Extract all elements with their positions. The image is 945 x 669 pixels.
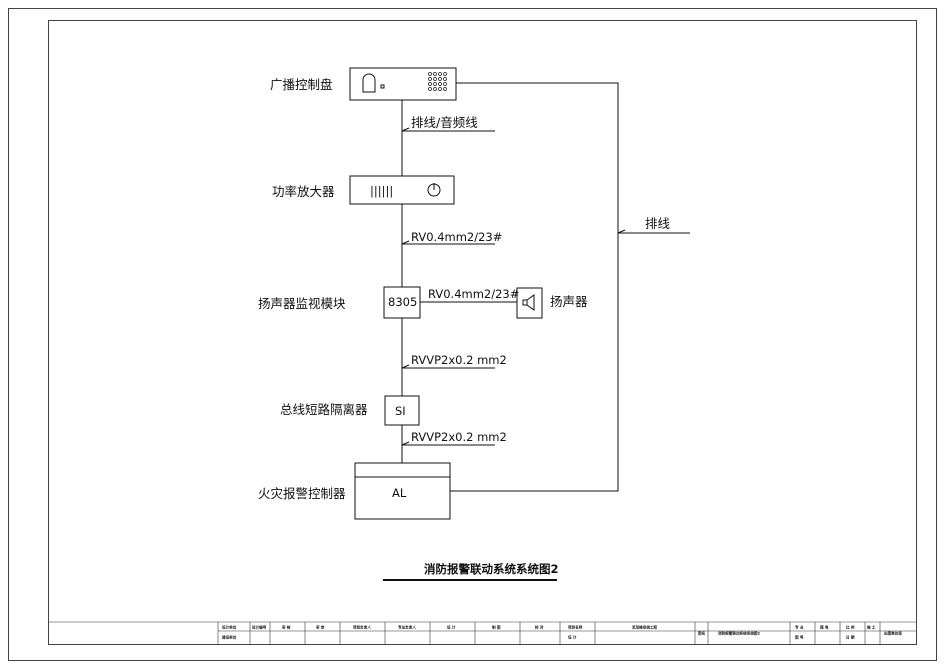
indicator-icon bbox=[380, 84, 385, 89]
tb-cell-drafter: 制 图 bbox=[492, 625, 501, 630]
arrow-amp-module bbox=[401, 240, 410, 245]
tb-cell-discipline-lead: 专业负责人 bbox=[398, 625, 416, 630]
power-icon bbox=[427, 183, 441, 197]
tb-cell-low-voltage: 弱 电 bbox=[820, 625, 829, 630]
tb-cell-date: 日 期 bbox=[846, 635, 855, 640]
speaker-monitor-code: 8305 bbox=[388, 295, 417, 309]
bus-isolator-code: SI bbox=[395, 404, 406, 418]
return-line bbox=[450, 82, 619, 492]
tb-cell-checker: 校 对 bbox=[535, 625, 544, 630]
tb-drawing-name: 消防报警联动系统系统图2 bbox=[718, 631, 761, 636]
tb-cell-designer: 设 计 bbox=[447, 625, 456, 630]
keypad-icon bbox=[428, 72, 447, 91]
tb-cell-design: 设 计 bbox=[568, 635, 577, 640]
bus-isolator-box bbox=[384, 395, 420, 426]
tb-cell-client: 建设单位 bbox=[221, 635, 237, 640]
wire-label-panel-amp: 排线/音频线 bbox=[411, 115, 478, 130]
tb-cell-scale: 比 例 bbox=[846, 625, 855, 630]
fire-alarm-controller-box bbox=[354, 462, 451, 520]
tb-stamp: 出图章处签 bbox=[884, 631, 902, 636]
speaker-icon bbox=[522, 294, 535, 311]
speaker-box bbox=[516, 287, 543, 319]
label-speaker: 扬声器 bbox=[550, 294, 588, 309]
label-broadcast-panel: 广播控制盘 bbox=[270, 77, 333, 92]
arrow-panel-amp bbox=[401, 127, 410, 132]
tb-cell-project-name: 项目名称 bbox=[568, 625, 583, 630]
arrow-return bbox=[617, 229, 626, 234]
power-amplifier-box bbox=[349, 175, 455, 205]
tb-cell-discipline: 专 业 bbox=[795, 625, 804, 630]
speaker-dome-icon bbox=[362, 73, 376, 93]
arrow-module-isolator bbox=[401, 364, 410, 369]
drawing-title: 消防报警联动系统系统图2 bbox=[424, 562, 559, 576]
wire-label-module-speaker: RV0.4mm2/23# bbox=[428, 287, 519, 301]
tb-cell-design-no: 设计编号 bbox=[252, 625, 267, 630]
wire-label-module-isolator: RVVP2x0.2 mm2 bbox=[411, 353, 507, 367]
amp-bars-icon: |||||| bbox=[370, 184, 393, 198]
label-speaker-monitor-module: 扬声器监视模块 bbox=[258, 296, 346, 311]
tb-cell-drawing-no: 图 号 bbox=[795, 635, 804, 640]
wire-label-isolator-controller: RVVP2x0.2 mm2 bbox=[411, 430, 507, 444]
tb-cell-review: 审 核 bbox=[282, 625, 291, 630]
broadcast-panel-box bbox=[349, 67, 457, 101]
tb-cell-construction: 施 工 bbox=[867, 625, 876, 630]
fire-alarm-controller-code: AL bbox=[392, 486, 407, 500]
tb-drawing-label: 图名 bbox=[698, 631, 706, 636]
label-bus-isolator: 总线短路隔离器 bbox=[280, 402, 368, 417]
wire-label-return: 排线 bbox=[645, 216, 671, 231]
wire-label-amp-module: RV0.4mm2/23# bbox=[411, 230, 502, 244]
tb-project-name-value: 某某楼系统工程 bbox=[631, 625, 658, 630]
tb-cell-design-unit: 设计单位 bbox=[222, 625, 237, 630]
title-block bbox=[48, 621, 916, 644]
inner-border bbox=[48, 20, 917, 645]
arrow-isolator-controller bbox=[401, 441, 410, 446]
outer-border bbox=[8, 8, 937, 661]
label-fire-alarm-controller: 火灾报警控制器 bbox=[258, 486, 346, 501]
tb-cell-approve: 审 定 bbox=[316, 625, 325, 630]
label-power-amplifier: 功率放大器 bbox=[272, 184, 335, 199]
tb-cell-project-lead: 项目负责人 bbox=[353, 625, 371, 630]
